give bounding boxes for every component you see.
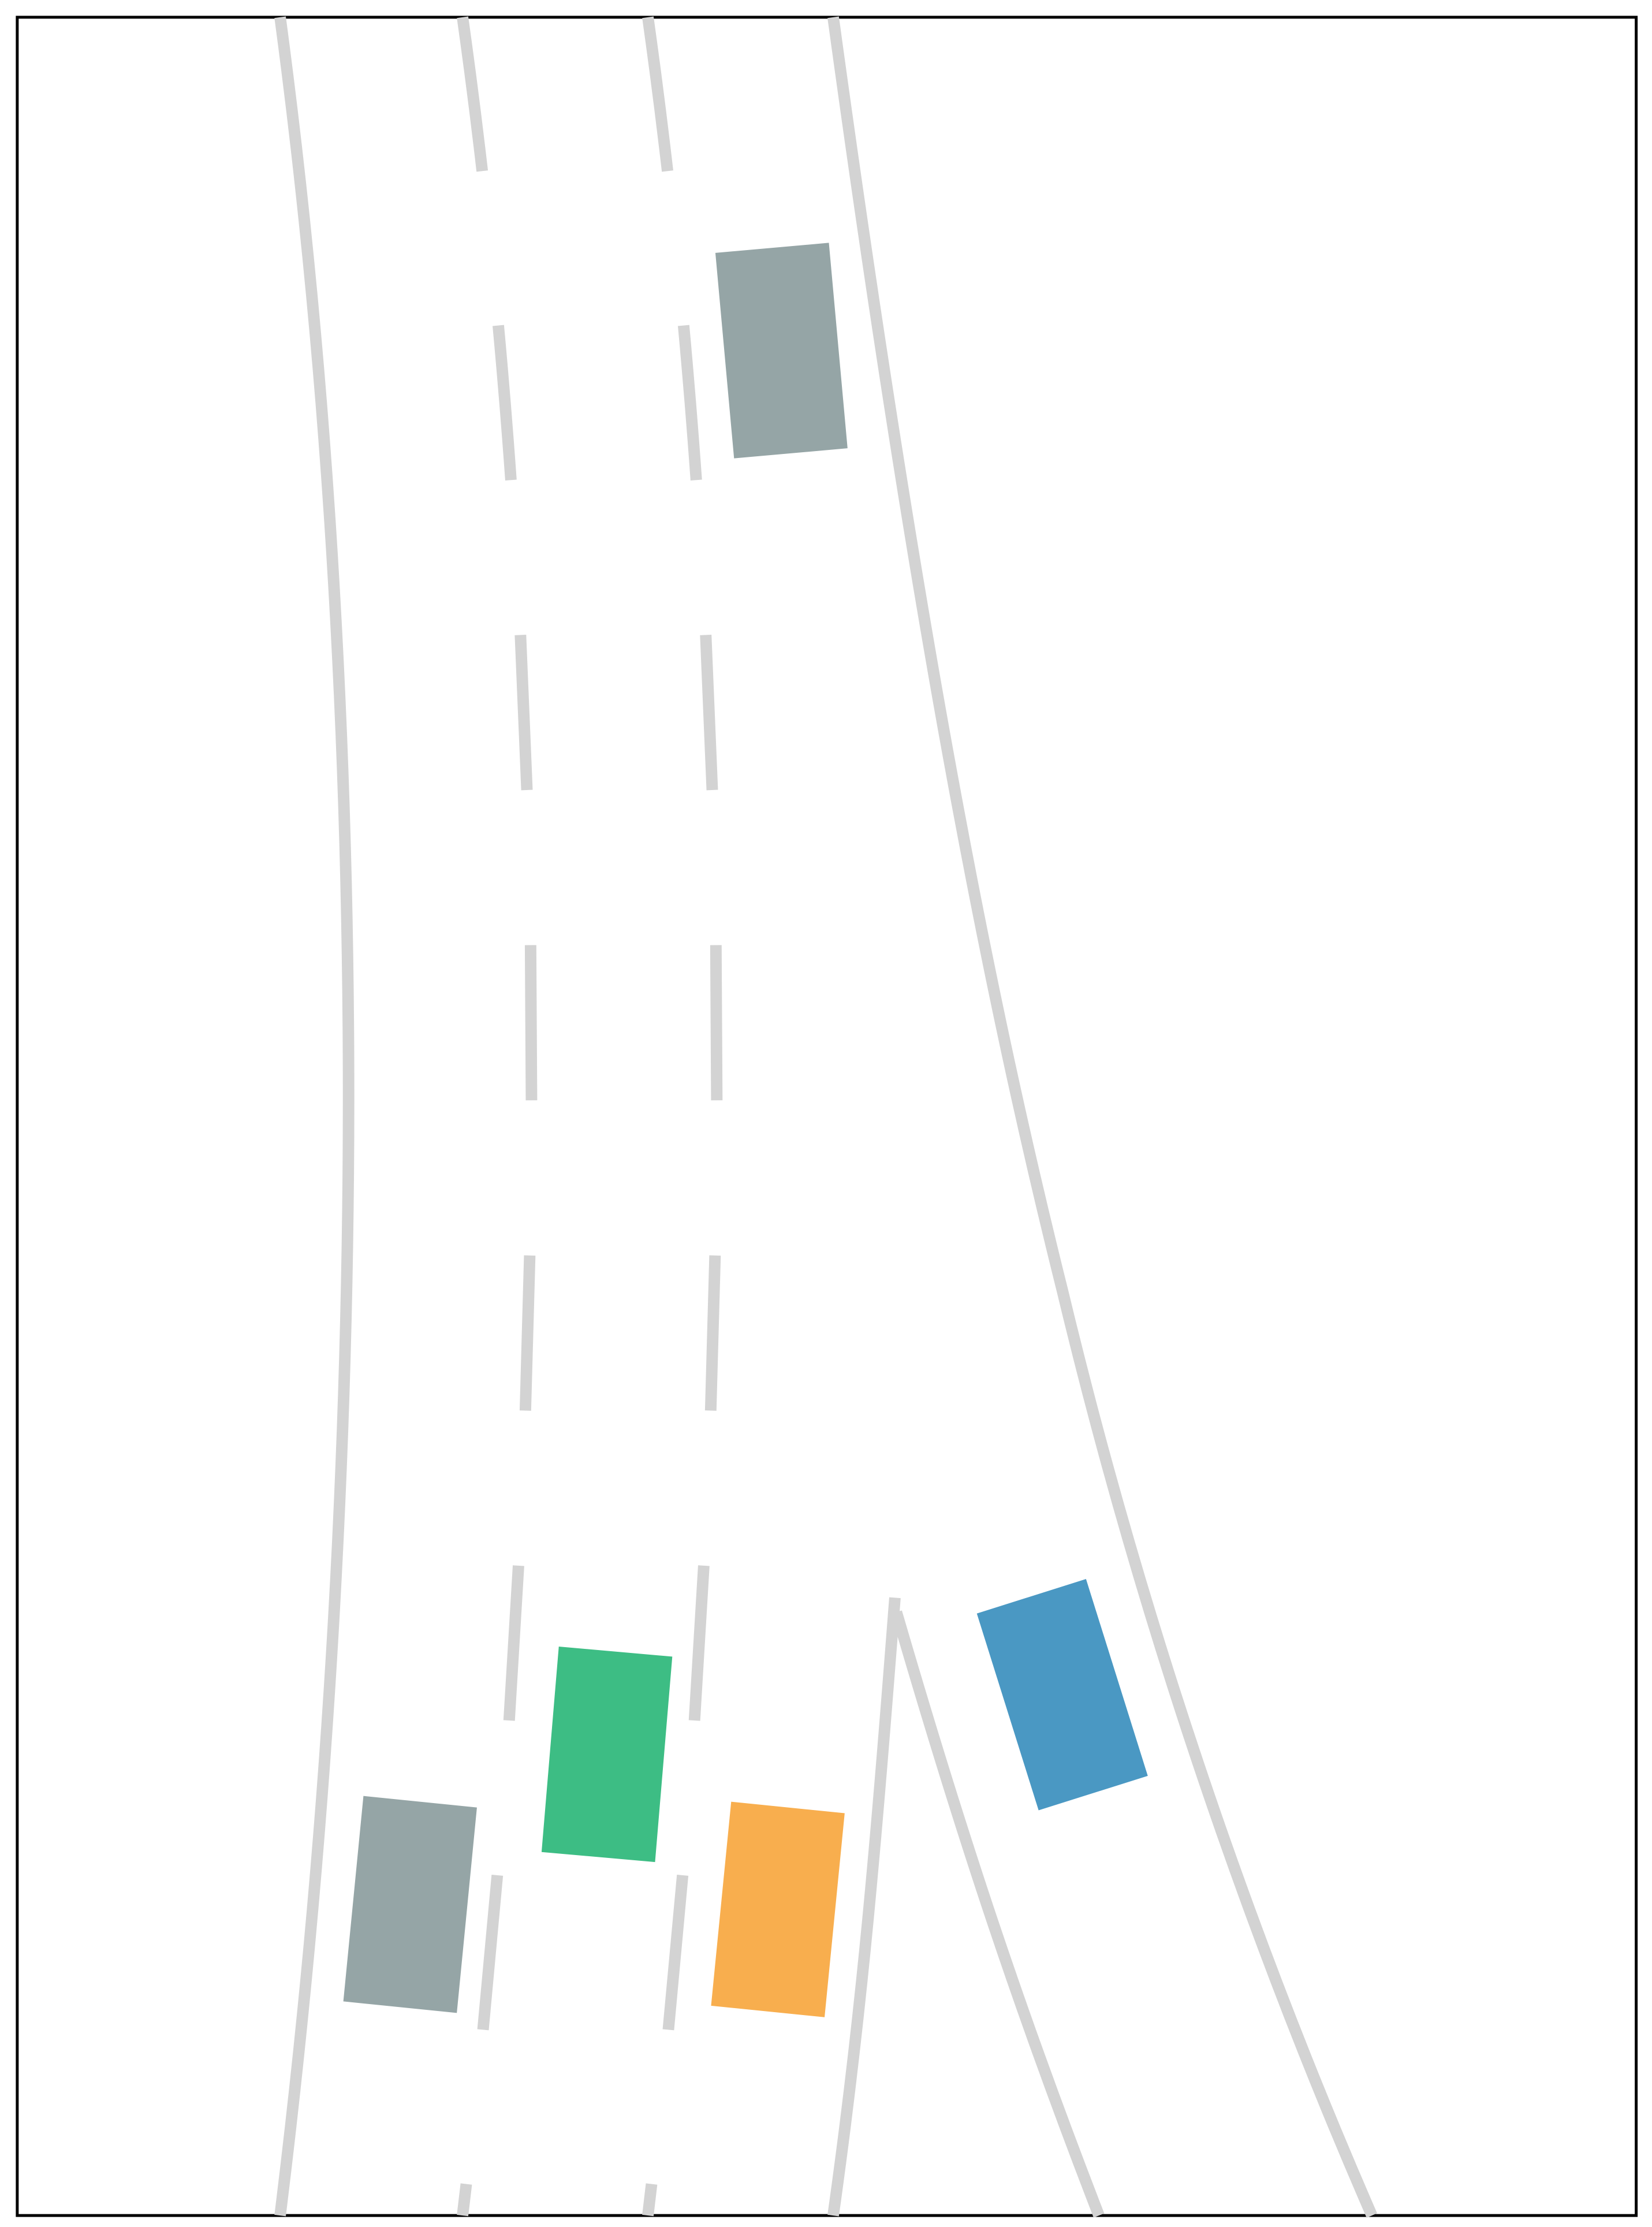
vehicle-green xyxy=(541,1646,673,1863)
vehicle-bottom-gray xyxy=(343,1796,477,2013)
right-road-edge xyxy=(827,16,1377,2218)
vehicle-orange xyxy=(711,1801,845,2017)
ramp-inner-edge xyxy=(827,1597,901,2217)
left-road-edge xyxy=(274,16,355,2217)
ramp-gore-edge xyxy=(890,1610,1105,2218)
vehicles-layer xyxy=(343,243,1148,2017)
vehicle-top-gray xyxy=(715,243,848,459)
road-markings xyxy=(274,16,1377,2218)
vehicle-blue xyxy=(976,1579,1148,1811)
lane-divider-left xyxy=(457,16,538,2217)
lane-divider-right xyxy=(642,16,723,2217)
